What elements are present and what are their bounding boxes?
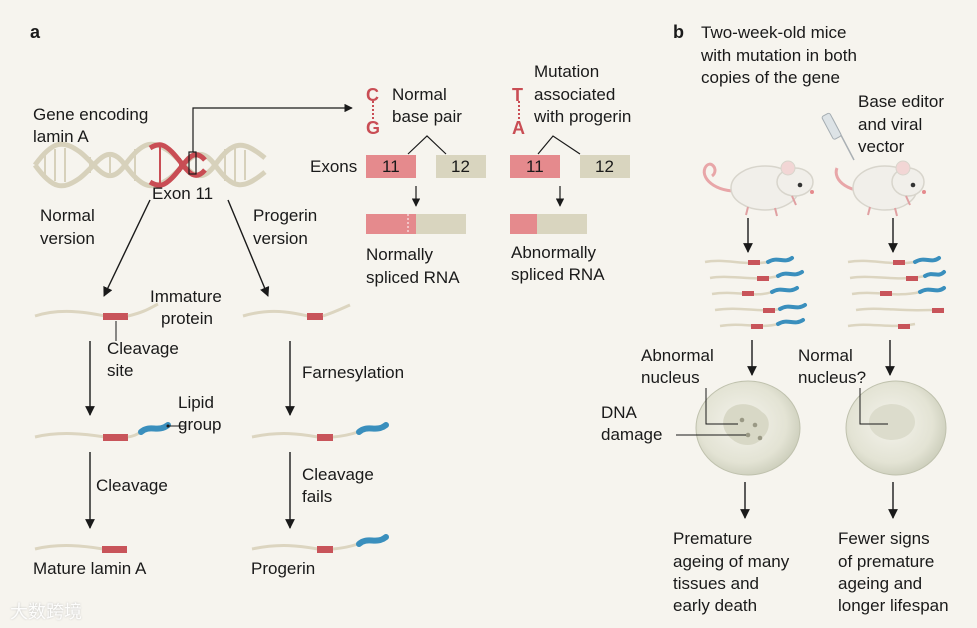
- cleavage-label: Cleavage: [96, 476, 168, 495]
- dna-damage-line2: damage: [601, 425, 663, 444]
- gene-label-line2: lamin A: [33, 127, 89, 146]
- lipid-group-line2: group: [178, 415, 222, 434]
- immature-protein-line1: Immature: [150, 287, 222, 306]
- untreated-mouse: [702, 160, 814, 217]
- farnesylated-protein-normal: [34, 422, 171, 441]
- mutant-exon-12: [580, 155, 630, 178]
- outcome-treated-line4: longer lifespan: [838, 596, 949, 615]
- mutant-exon-11-number: 11: [526, 157, 544, 176]
- panel-b-letter: b: [673, 22, 684, 42]
- mutation-label-line3: with progerin: [534, 107, 632, 126]
- syringe-icon: [821, 112, 855, 161]
- normal-nucleus: [845, 380, 947, 476]
- normal-exon-12: [436, 155, 486, 178]
- farnesylation-label: Farnesylation: [302, 363, 405, 382]
- normal-nucleus-pointer: [859, 388, 888, 425]
- outcome-untreated-line2: ageing of many: [673, 552, 790, 571]
- normally-spliced-line2: spliced RNA: [366, 268, 460, 287]
- farnesylated-protein-progerin: [251, 422, 389, 441]
- mature-lamin-a-strand: [34, 544, 127, 553]
- rna-bundle-untreated: [704, 256, 807, 329]
- outcome-untreated-line3: tissues and: [673, 574, 759, 593]
- cleavage-site-line1: Cleavage: [107, 339, 179, 358]
- exon11-label: Exon 11: [152, 184, 214, 203]
- watermark: 大数跨境: [10, 602, 82, 623]
- normal-nucleus-line1: Normal: [798, 346, 853, 365]
- abnormally-spliced-line2: spliced RNA: [511, 265, 605, 284]
- abnormal-nucleus: [695, 380, 801, 476]
- lipid-group-line1: Lipid: [178, 393, 214, 412]
- abnormally-spliced-rna: [510, 214, 587, 234]
- immature-protein-progerin: [242, 303, 351, 320]
- rna-bundle-treated: [847, 256, 946, 329]
- normal-pair-label-line1: Normal: [392, 85, 447, 104]
- panel-b-title-line2: with mutation in both: [701, 46, 857, 65]
- progerin-label: Progerin: [251, 559, 316, 578]
- mutant-exon-12-number: 12: [595, 157, 614, 176]
- dna-helix: [32, 141, 267, 189]
- abnormal-nucleus-pointer: [705, 388, 738, 425]
- mature-lamin-label: Mature lamin A: [33, 559, 147, 578]
- normal-pair-label-line2: base pair: [392, 107, 462, 126]
- progerin-version-line1: Progerin: [253, 206, 318, 225]
- outcome-treated-line2: of premature: [838, 552, 935, 571]
- outcome-untreated-line4: early death: [673, 596, 758, 615]
- abnormal-nucleus-line2: nucleus: [641, 368, 700, 387]
- base-editor-line1: Base editor: [858, 92, 944, 111]
- arrow-to-progerin: [227, 199, 270, 297]
- arrow-to-normal: [103, 199, 151, 297]
- normal-exon-bracket: [407, 135, 447, 155]
- panel-b-title-line1: Two-week-old mice: [701, 23, 847, 42]
- outcome-untreated-line1: Premature: [673, 529, 753, 548]
- normal-top-base: C: [366, 85, 379, 105]
- mutant-exon-11: [510, 155, 560, 178]
- normal-exon-11-number: 11: [382, 157, 400, 176]
- treated-mouse: [834, 160, 926, 217]
- normal-bottom-base: G: [366, 118, 381, 138]
- outcome-treated-line3: ageing and: [838, 574, 923, 593]
- normal-exon-11: [366, 155, 416, 178]
- mutant-exon-bracket: [537, 135, 581, 155]
- mutation-label-line1: Mutation: [534, 62, 600, 81]
- normal-nucleus-line2: nucleus?: [798, 368, 867, 387]
- base-editor-line3: vector: [858, 137, 905, 156]
- gene-label-line1: Gene encoding: [33, 105, 149, 124]
- progerin-version-line2: version: [253, 229, 308, 248]
- normal-version-line1: Normal: [40, 206, 95, 225]
- cleavage-site-line2: site: [107, 361, 134, 380]
- normal-exon-12-number: 12: [451, 157, 470, 176]
- mutation-label-line2: associated: [534, 85, 616, 104]
- mutation-top-base: T: [512, 85, 523, 105]
- normally-spliced-rna: [366, 214, 466, 234]
- panel-a-letter: a: [30, 22, 41, 42]
- panel-b-title-line3: copies of the gene: [701, 68, 840, 87]
- dna-damage-line1: DNA: [601, 403, 637, 422]
- abnormally-spliced-line1: Abnormally: [511, 243, 597, 262]
- outcome-treated-line1: Fewer signs: [838, 529, 930, 548]
- immature-protein-normal: [34, 302, 159, 320]
- connector-arrow: [192, 103, 353, 152]
- immature-protein-line2: protein: [161, 309, 213, 328]
- lipid-group-dot: [166, 424, 170, 428]
- cleavage-fails-line1: Cleavage: [302, 465, 374, 484]
- base-editor-line2: and viral: [858, 115, 923, 134]
- mutation-bottom-base: A: [512, 118, 525, 138]
- abnormal-nucleus-line1: Abnormal: [641, 346, 714, 365]
- normal-version-line2: version: [40, 229, 95, 248]
- normally-spliced-line1: Normally: [366, 245, 434, 264]
- exons-label: Exons: [310, 157, 358, 176]
- progerin-strand: [251, 534, 389, 553]
- cleavage-fails-line2: fails: [302, 487, 333, 506]
